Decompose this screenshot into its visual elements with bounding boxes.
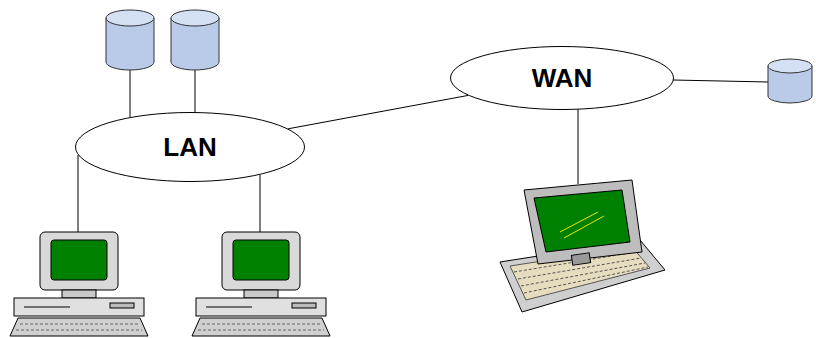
- wire: [578, 109, 579, 184]
- network-label: LAN: [163, 132, 216, 163]
- disk-symbol: [768, 59, 812, 103]
- ellipse-shape: [451, 47, 674, 110]
- laptop-computer: [500, 180, 665, 312]
- wire: [78, 155, 79, 232]
- desktop-computer: [10, 232, 148, 336]
- disk-symbol: [106, 10, 154, 70]
- wires: [78, 70, 768, 232]
- wire: [195, 70, 196, 112]
- wire: [673, 80, 768, 82]
- wire: [260, 175, 261, 232]
- disk-symbol: [171, 10, 219, 70]
- wire: [130, 70, 131, 117]
- network-link: [288, 95, 468, 128]
- network-label: WAN: [532, 63, 593, 94]
- ellipse-shape: [76, 113, 305, 182]
- network-ellipse: LAN: [75, 112, 305, 182]
- desktop-computer: [192, 232, 330, 336]
- network-ellipse: WAN: [450, 46, 674, 110]
